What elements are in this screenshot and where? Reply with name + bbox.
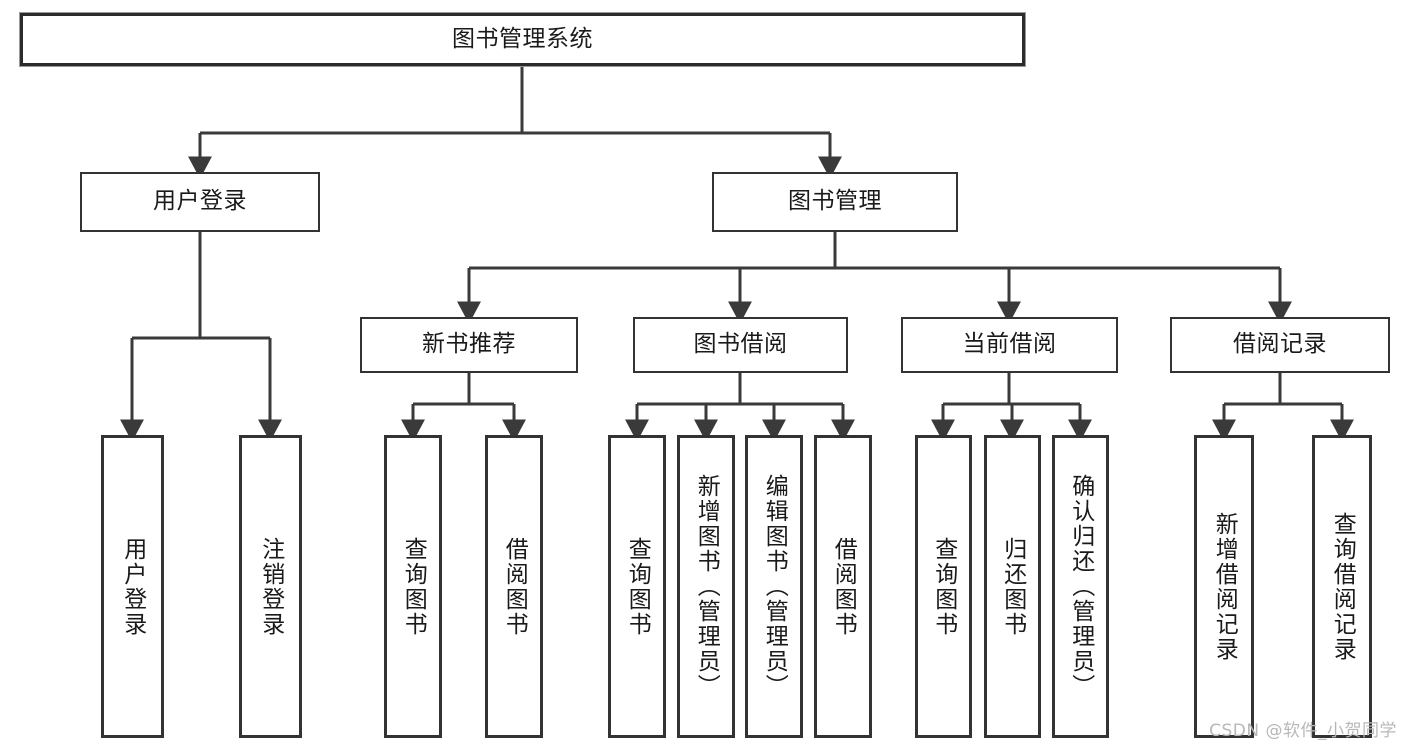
node-root[interactable]: 图书管理系统 [20, 13, 1025, 66]
node-borrow-record[interactable]: 借阅记录 [1170, 317, 1390, 373]
node-book-borrow[interactable]: 图书借阅 [633, 317, 848, 373]
node-leaf-add-record-label: 新增借阅记录 [1211, 511, 1238, 662]
node-leaf-logout-label: 注销登录 [257, 536, 284, 637]
node-leaf-user-login-label: 用户登录 [119, 536, 146, 637]
watermark-text: CSDN @软件_小贺同学 [1209, 721, 1397, 741]
node-leaf-borrow-book[interactable]: 借阅图书 [814, 435, 872, 738]
node-leaf-query-book-cur-label: 查询图书 [930, 536, 957, 637]
node-leaf-query-book-cur[interactable]: 查询图书 [915, 435, 972, 738]
node-leaf-return-book-label: 归还图书 [999, 536, 1026, 637]
node-leaf-confirm-return-label: 确认归还（管理员） [1067, 474, 1094, 699]
node-borrow-record-label: 借阅记录 [1233, 331, 1327, 358]
node-new-book-rec-label: 新书推荐 [422, 331, 516, 358]
node-leaf-borrow-book-label: 借阅图书 [830, 536, 857, 637]
node-leaf-query-book-rec[interactable]: 查询图书 [384, 435, 442, 738]
node-book-borrow-label: 图书借阅 [693, 331, 788, 358]
node-leaf-user-login[interactable]: 用户登录 [101, 435, 164, 738]
node-leaf-edit-book-label: 编辑图书（管理员） [761, 474, 788, 699]
node-leaf-add-book[interactable]: 新增图书（管理员） [677, 435, 735, 738]
node-book-manage-label: 图书管理 [788, 188, 882, 215]
node-leaf-add-book-label: 新增图书（管理员） [693, 474, 720, 699]
node-leaf-add-record[interactable]: 新增借阅记录 [1194, 435, 1254, 738]
node-leaf-query-book-borrow-label: 查询图书 [624, 536, 651, 637]
node-leaf-edit-book[interactable]: 编辑图书（管理员） [745, 435, 803, 738]
node-leaf-query-record[interactable]: 查询借阅记录 [1312, 435, 1372, 738]
node-current-borrow[interactable]: 当前借阅 [901, 317, 1118, 373]
node-leaf-logout[interactable]: 注销登录 [239, 435, 302, 738]
node-user-login-label: 用户登录 [153, 188, 247, 215]
node-book-manage[interactable]: 图书管理 [712, 172, 958, 232]
node-leaf-query-book-borrow[interactable]: 查询图书 [608, 435, 666, 738]
node-leaf-confirm-return[interactable]: 确认归还（管理员） [1052, 435, 1109, 738]
node-new-book-rec[interactable]: 新书推荐 [360, 317, 578, 373]
node-current-borrow-label: 当前借阅 [962, 331, 1057, 358]
node-root-label: 图书管理系统 [452, 25, 593, 52]
node-leaf-query-record-label: 查询借阅记录 [1329, 511, 1356, 662]
node-user-login[interactable]: 用户登录 [80, 172, 320, 232]
node-leaf-borrow-book-rec[interactable]: 借阅图书 [485, 435, 543, 738]
node-leaf-query-book-rec-label: 查询图书 [400, 536, 427, 637]
node-leaf-return-book[interactable]: 归还图书 [984, 435, 1041, 738]
node-leaf-borrow-book-rec-label: 借阅图书 [501, 536, 528, 637]
